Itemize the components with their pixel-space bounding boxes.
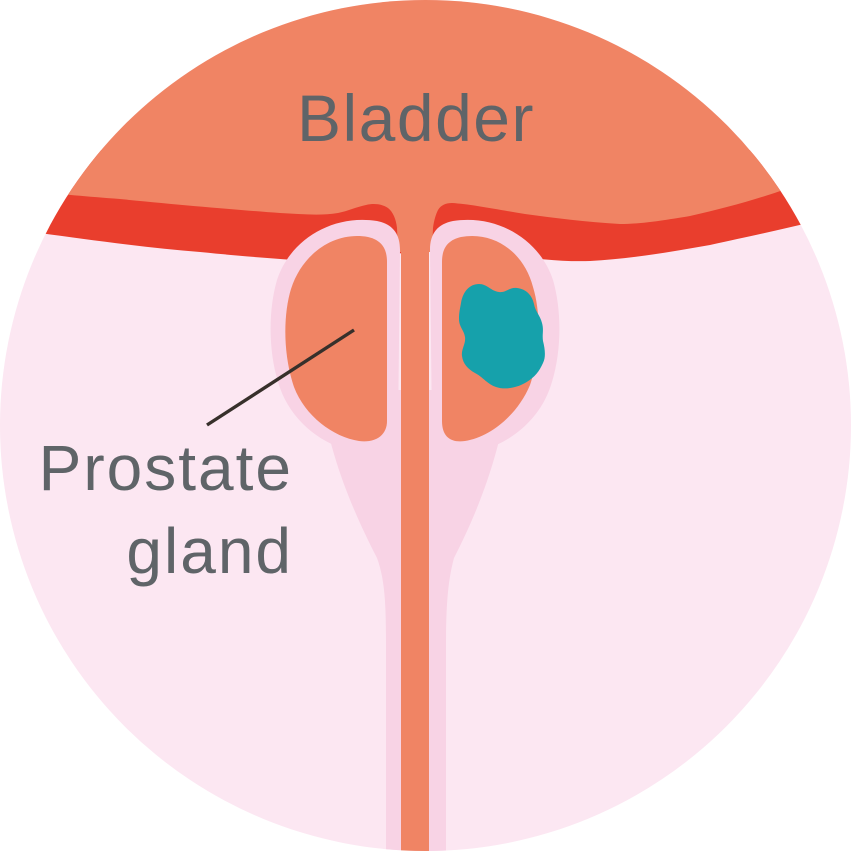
tumor-blob bbox=[459, 284, 545, 389]
prostate-label-line1: Prostate bbox=[39, 432, 293, 504]
bladder-label: Bladder bbox=[297, 81, 535, 155]
prostate-lobe-left bbox=[285, 236, 387, 442]
annotation-line bbox=[206, 328, 355, 427]
urethra-channel bbox=[401, 188, 429, 851]
prostate-label-line2: gland bbox=[126, 515, 293, 587]
